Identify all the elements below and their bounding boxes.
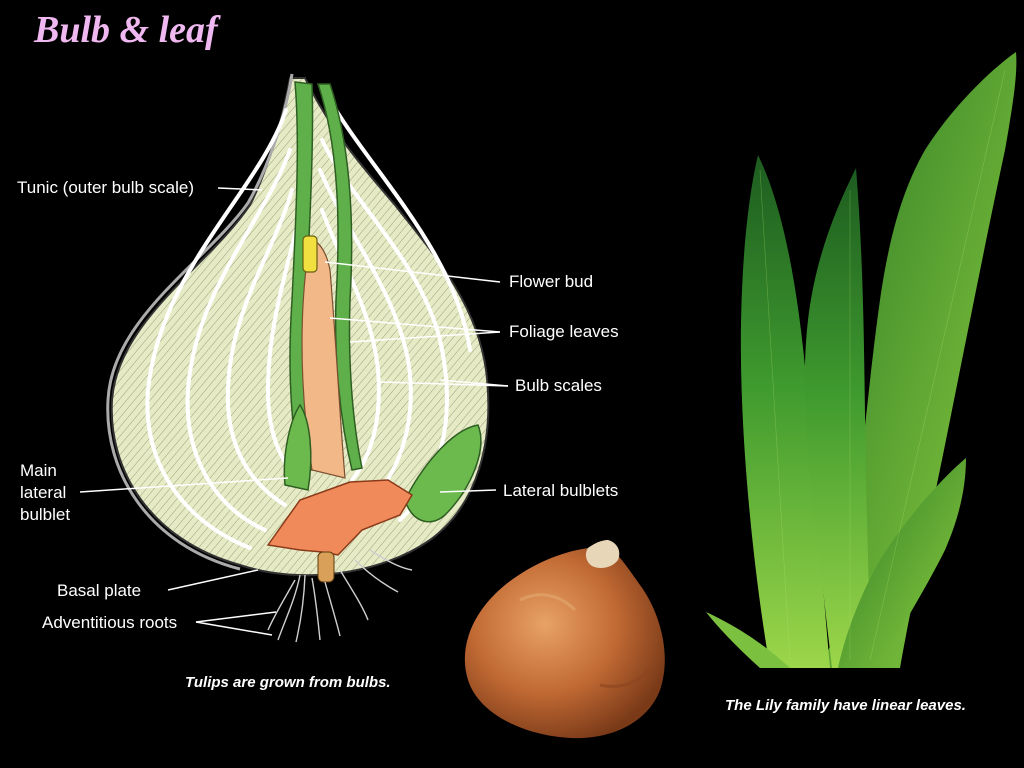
lily-leaves-image: [706, 52, 1016, 668]
caption-tulip: Tulips are grown from bulbs.: [185, 674, 391, 691]
label-bulb-scales: Bulb scales: [515, 375, 602, 397]
label-foliage-leaves: Foliage leaves: [509, 321, 619, 343]
label-lateral-bulblets: Lateral bulblets: [503, 480, 618, 502]
flower-bud: [303, 236, 317, 272]
bulb-diagram: [80, 74, 508, 642]
label-main-lateral-bulblet-line2: lateral: [20, 482, 66, 504]
root-bulblet: [318, 552, 334, 582]
label-main-lateral-bulblet-line3: bulblet: [20, 504, 70, 526]
tulip-bulb-image: [465, 540, 665, 738]
label-flower-bud: Flower bud: [509, 271, 593, 293]
label-main-lateral-bulblet-line1: Main: [20, 460, 57, 482]
label-basal-plate: Basal plate: [57, 580, 141, 602]
label-tunic: Tunic (outer bulb scale): [17, 177, 194, 199]
caption-lily: The Lily family have linear leaves.: [725, 697, 966, 714]
label-adventitious-roots: Adventitious roots: [42, 612, 177, 634]
